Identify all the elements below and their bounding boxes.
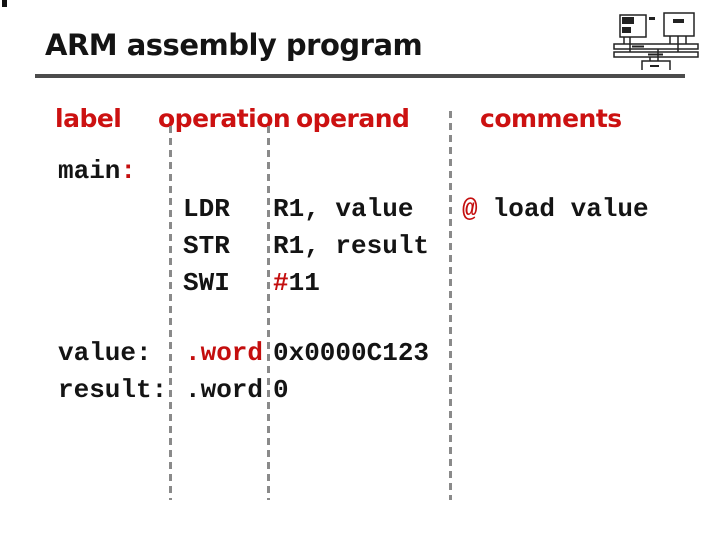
instruction-operation: SWI: [183, 268, 230, 298]
instruction-comment: @ load value: [462, 194, 649, 224]
instruction-operand: R1, result: [273, 231, 430, 261]
data-value: 0: [273, 375, 289, 405]
title-divider: [35, 74, 685, 78]
comment-marker: @: [462, 194, 478, 224]
data-directive: .word: [185, 375, 264, 405]
main-label-text: main: [58, 156, 121, 186]
code-label-main: main:: [58, 156, 136, 186]
corner-artifact: [2, 0, 7, 7]
column-header-operation: operation: [158, 104, 291, 133]
data-directive: .word: [185, 338, 264, 368]
column-header-operand: operand: [296, 104, 410, 133]
instruction-operand: #11: [273, 268, 320, 298]
instruction-operand: R1, value: [273, 194, 414, 224]
comment-text: load value: [492, 194, 649, 224]
immediate-marker: #: [273, 268, 289, 298]
column-divider-1: [169, 126, 172, 500]
column-divider-3: [449, 111, 452, 500]
instruction-operation: LDR: [183, 194, 230, 224]
data-label: result:: [58, 375, 168, 405]
instruction-operation: STR: [183, 231, 230, 261]
column-divider-2: [267, 126, 270, 500]
data-label: value:: [58, 338, 152, 368]
column-header-comments: comments: [480, 104, 622, 133]
data-value: 0x0000C123: [273, 338, 430, 368]
page-title: ARM assembly program: [45, 28, 423, 62]
architecture-diagram-icon: [613, 12, 699, 70]
main-label-colon: :: [120, 156, 137, 186]
immediate-value: 11: [288, 268, 320, 298]
column-header-label: label: [55, 104, 122, 133]
